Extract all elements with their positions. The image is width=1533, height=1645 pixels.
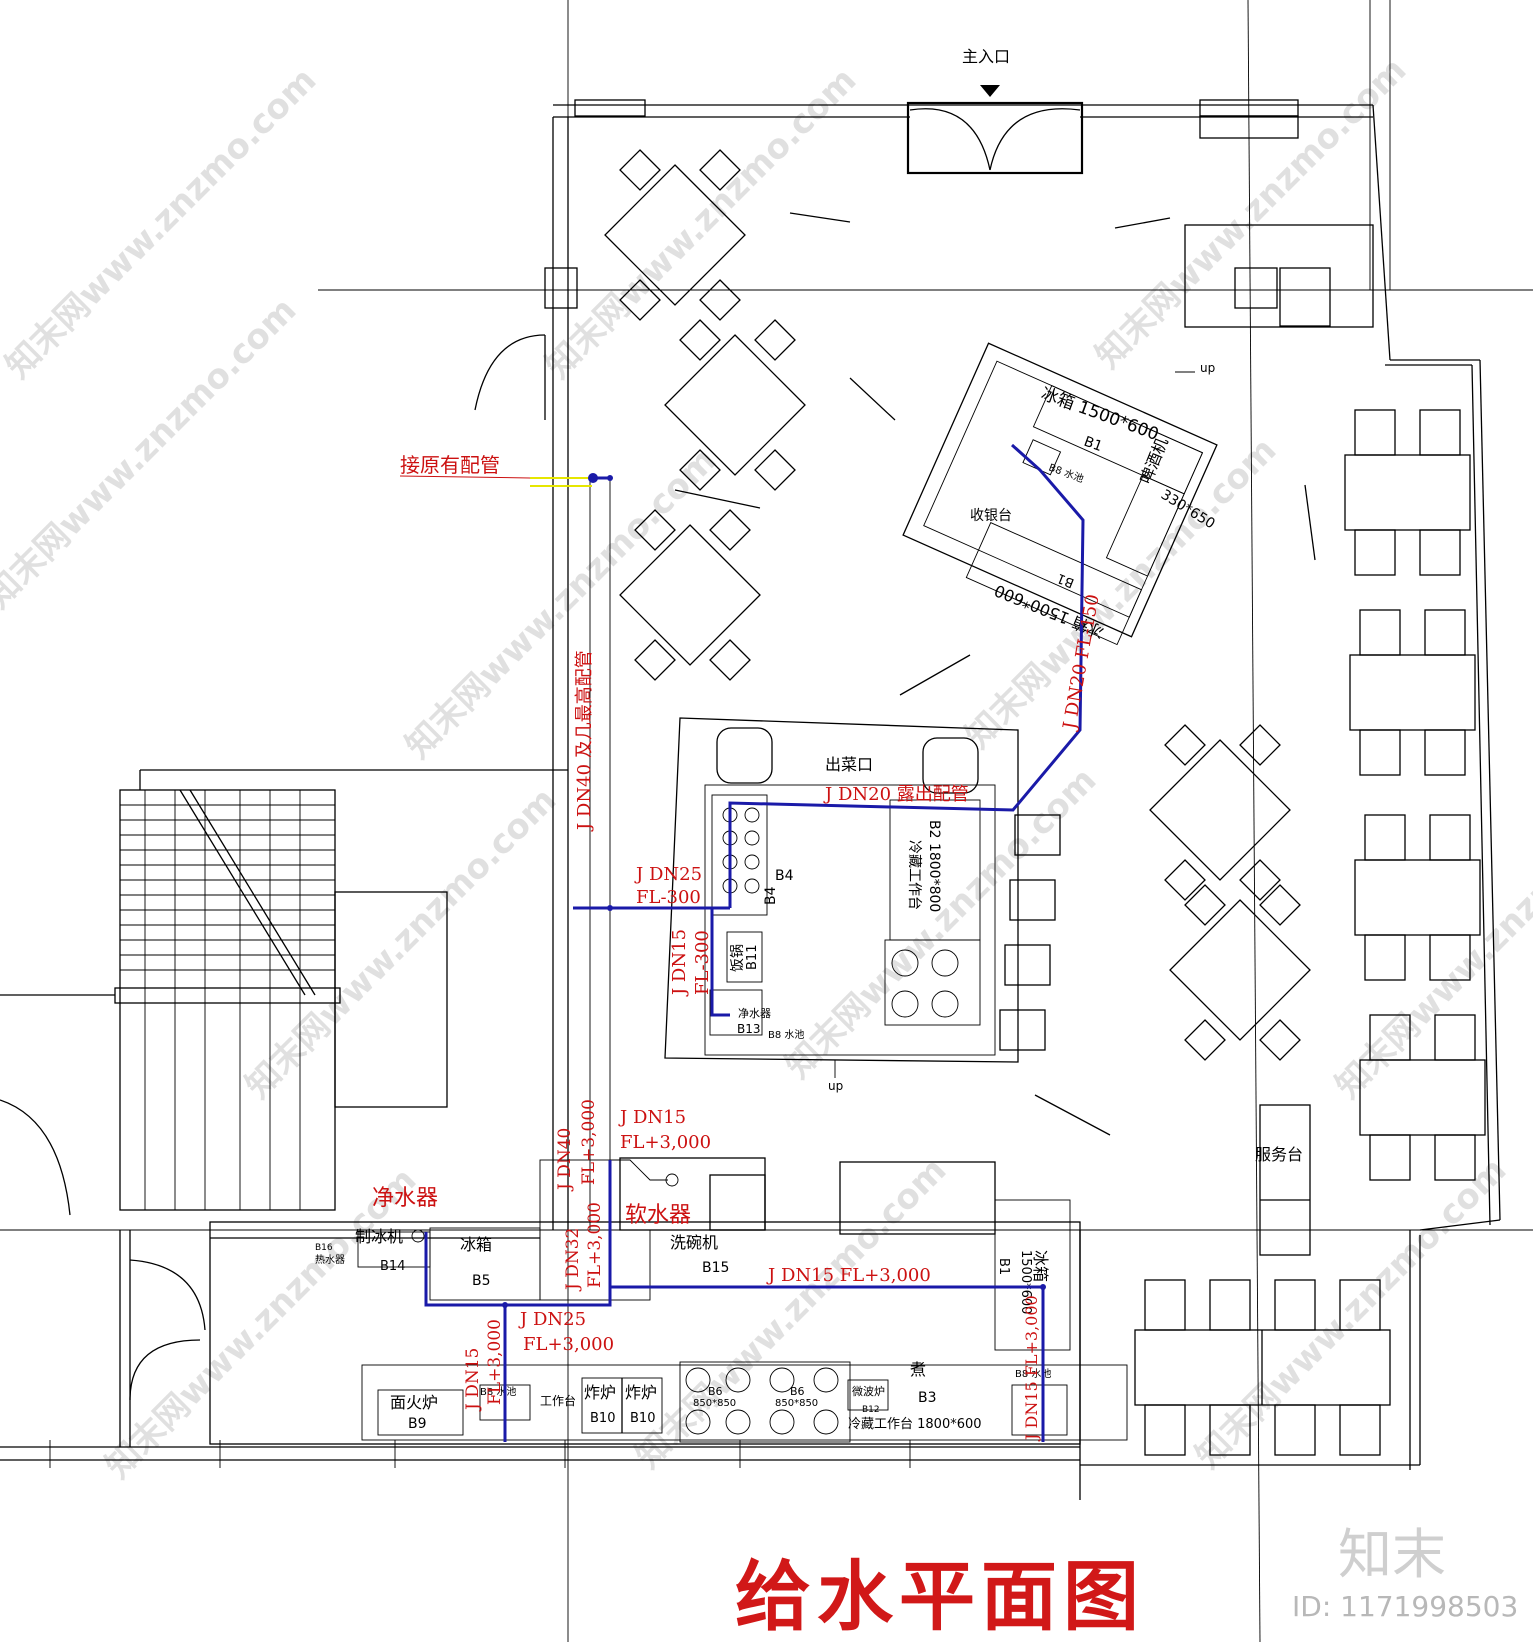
pipe-label-dn15-a-fl: FL-300	[692, 930, 713, 995]
softener-label: 软水器	[625, 1203, 691, 1228]
up-label: up	[828, 1079, 843, 1093]
b1-right-label: B1	[996, 1258, 1011, 1275]
pipe-label-dn15-b: J DN15	[618, 1107, 686, 1128]
fridge-b5-label: 冰箱	[460, 1235, 492, 1254]
purifier-label: 净水器	[738, 1006, 771, 1020]
water-purifier-label: 净水器	[372, 1186, 438, 1211]
b8-sink-label: B8 水池	[1047, 461, 1086, 486]
service-fixtures	[674, 212, 1374, 1256]
stair-treads	[120, 790, 335, 1210]
pipe-label-dn20-exposed: J DN20 露出配管	[823, 784, 969, 805]
pipe-label-dn40-main: J DN40 及几最高配管	[574, 650, 595, 832]
b6-size-label: 850*850	[693, 1398, 736, 1409]
booth-tables	[999, 409, 1486, 1456]
pipe-label-dn32: J DN32	[563, 1228, 583, 1292]
b6-size-label: 850*850	[775, 1398, 818, 1409]
brand-logo: 知末	[1338, 1523, 1446, 1586]
b8-small-label: B8 水池	[480, 1385, 516, 1398]
b14-label: B14	[380, 1259, 405, 1274]
ice-machine-label: 制冰机	[355, 1227, 403, 1246]
work-table-label: 工作台	[540, 1393, 576, 1408]
fridge-right-size-label: 1500*600	[1018, 1250, 1033, 1314]
b4-label: B4	[775, 868, 794, 884]
serving-window-label: 出菜口	[825, 755, 873, 774]
cashier-island	[902, 342, 1218, 646]
watermark: 知末网www.znzmo.com	[238, 780, 564, 1106]
b13-label: B13	[737, 1022, 761, 1036]
fryer-label: 炸炉	[625, 1383, 657, 1402]
b6-label: B6	[790, 1385, 805, 1398]
fridge-right-label: 冰箱	[1031, 1250, 1050, 1282]
cashier-label: 收银台	[970, 508, 1012, 524]
dining-tables	[604, 149, 1311, 1061]
b8-sink-label: B8 水池	[768, 1028, 804, 1041]
b10-label: B10	[630, 1411, 655, 1426]
pipe-label-dn40-b-fl: FL+3,000	[579, 1099, 599, 1185]
cold-bench-label: 冷藏工作台	[906, 840, 922, 910]
cold-bench-b3-label: 冷藏工作台 1800*600	[848, 1417, 982, 1432]
up-label: up	[1200, 361, 1215, 375]
pipe-label-dn15-d: J DN15	[463, 1348, 483, 1412]
water-heater-label: 热水器	[315, 1253, 345, 1266]
pipe-label-dn15-d-fl: FL+3,000	[485, 1319, 505, 1405]
walls	[0, 99, 1501, 1500]
watermark: 知末网www.znzmo.com	[398, 440, 724, 766]
open-kitchen	[664, 717, 1019, 1063]
pipe-label-dn25-b: J DN25	[518, 1309, 586, 1330]
back-kitchen	[357, 1157, 1128, 1443]
b6-label: B6	[708, 1385, 723, 1398]
main-entrance-label: 主入口	[962, 47, 1010, 66]
b10-label: B10	[590, 1411, 615, 1426]
b5-label: B5	[472, 1273, 491, 1289]
axis-ticks	[49, 1440, 911, 1468]
pipe-label-dn25-a: J DN25	[634, 864, 702, 885]
pipe-label-dn25-a-fl: FL-300	[636, 887, 701, 908]
pipe-label-dn15-e: J DN15 FL+3,000	[1022, 1295, 1041, 1442]
watermark: 知末网www.znzmo.com	[538, 60, 864, 386]
entrance-arrow-icon	[980, 85, 1000, 97]
b15-label: B15	[702, 1260, 729, 1276]
b12-label: B12	[862, 1405, 880, 1415]
b3-label: B3	[918, 1390, 937, 1406]
fryer-label: 炸炉	[584, 1383, 616, 1402]
microwave-label: 微波炉	[852, 1384, 885, 1398]
page-title: 给水平面图	[735, 1552, 1145, 1641]
pipe-label-dn15-c: J DN15 FL+3,000	[766, 1265, 931, 1286]
dishwasher-label: 洗碗机	[670, 1233, 718, 1252]
noodle-stove-label: 面火炉	[390, 1393, 438, 1412]
id-tag: ID: 1171998503	[1292, 1590, 1519, 1623]
water-pipes	[424, 443, 1085, 1442]
connect-existing-label: 接原有配管	[400, 453, 500, 477]
pipe-label-dn25-b-fl: FL+3,000	[523, 1334, 614, 1355]
pipe-label-dn15-a: J DN15	[669, 929, 690, 997]
b9-label: B9	[408, 1416, 427, 1432]
pipe-label-dn15-b-fl: FL+3,000	[620, 1132, 711, 1153]
b16-label: B16	[315, 1243, 333, 1253]
b1-label: B1	[1082, 434, 1105, 455]
b11-label: B11	[745, 945, 760, 970]
pipe-label-dn32-fl: FL+3,000	[585, 1202, 605, 1288]
pipe-label-dn40-b: J DN40	[555, 1128, 575, 1192]
boil-label: 煮	[910, 1360, 926, 1379]
b2-label: B2 1800*800	[926, 820, 942, 912]
watermark: 知末网www.znzmo.com	[1188, 1150, 1514, 1476]
service-counter-label: 服务台	[1255, 1145, 1303, 1164]
b1-rot-label: B1	[1055, 570, 1077, 590]
rice-cooker-label: 饭锅	[730, 944, 746, 972]
beer-machine-label: 啤酒机	[1136, 435, 1172, 487]
watermark-layer: 知末网www.znzmo.com 知末网www.znzmo.com 知末网www…	[0, 50, 1533, 1486]
b4-label: B4	[763, 886, 779, 905]
